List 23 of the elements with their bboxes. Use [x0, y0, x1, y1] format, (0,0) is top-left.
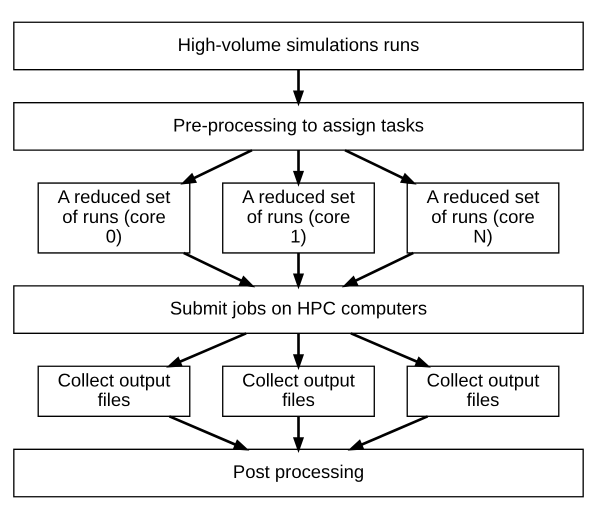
arrow — [292, 416, 304, 454]
node-box: Collect output files — [38, 366, 190, 417]
node-box: A reduced set of runs (core N) — [406, 182, 560, 254]
arrow — [168, 415, 250, 451]
arrow — [292, 252, 304, 290]
arrow — [180, 148, 252, 185]
node-box: Post processing — [13, 448, 584, 498]
node-box: High-volume simulations runs — [13, 22, 584, 70]
node-box: Collect output files — [222, 366, 375, 417]
node-box: Pre-processing to assign tasks — [13, 102, 584, 151]
node-box: Submit jobs on HPC computers — [13, 285, 584, 334]
arrow — [350, 332, 431, 368]
arrow — [292, 150, 304, 187]
arrow — [344, 148, 417, 185]
node-box: Collect output files — [406, 366, 560, 417]
node-box: A reduced set of runs (core 1) — [222, 182, 375, 254]
arrow — [166, 332, 247, 368]
arrow — [342, 252, 414, 288]
arrow — [292, 70, 304, 106]
node-box: A reduced set of runs (core 0) — [38, 182, 190, 254]
arrow — [183, 252, 256, 288]
arrow — [292, 333, 304, 370]
arrow — [348, 415, 428, 451]
